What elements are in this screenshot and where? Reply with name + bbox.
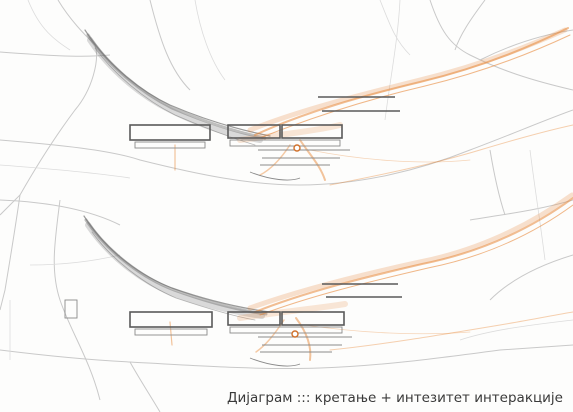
gray-movement-trail-upper bbox=[85, 30, 270, 145]
orange-interaction-trail-upper bbox=[175, 28, 573, 185]
buildings-lower bbox=[65, 284, 402, 366]
diagram-caption: Дијаграм ::: кретање + интезитет интерак… bbox=[227, 390, 563, 406]
orange-interaction-trail-lower bbox=[170, 195, 573, 360]
gray-movement-trail-lower bbox=[84, 216, 270, 320]
